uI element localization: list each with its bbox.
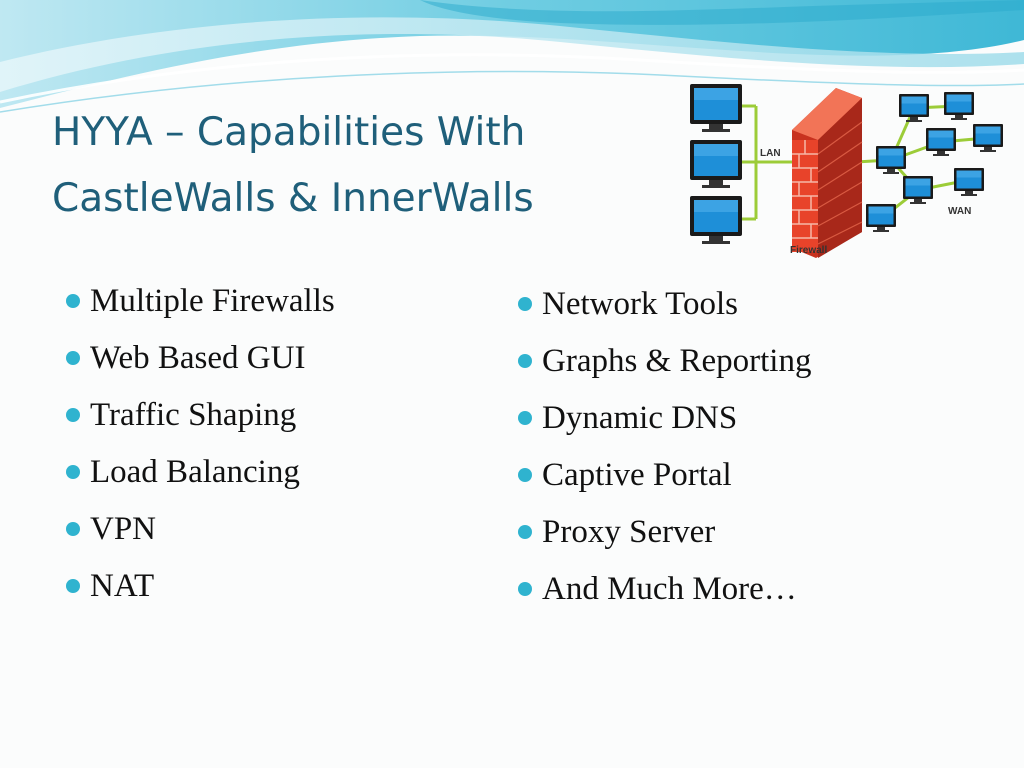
- firewall-label: Firewall: [790, 245, 827, 256]
- bullet-icon: [66, 294, 80, 308]
- wan-node-7: [954, 168, 984, 196]
- bullet-icon: [66, 579, 80, 593]
- lan-label: LAN: [760, 148, 781, 159]
- wan-node-4: [973, 124, 1003, 152]
- bullet-icon: [66, 408, 80, 422]
- wan-node-8: [866, 204, 896, 232]
- bullet-icon: [518, 354, 532, 368]
- bullet-icon: [518, 582, 532, 596]
- wan-node-2: [944, 92, 974, 120]
- list-item: Captive Portal: [514, 459, 811, 516]
- list-item: Traffic Shaping: [62, 399, 335, 456]
- list-item: NAT: [62, 570, 335, 627]
- decorative-wave-header: [0, 0, 1024, 113]
- slide-title: HYYA – Capabilities With CastleWalls & I…: [52, 100, 672, 232]
- lan-monitor-2: [690, 140, 742, 188]
- list-item: Web Based GUI: [62, 342, 335, 399]
- wan-node-3: [926, 128, 956, 156]
- lan-link-lines: [742, 104, 794, 221]
- bullet-icon: [518, 297, 532, 311]
- list-item: Network Tools: [514, 288, 811, 345]
- slide-title-line-1: HYYA – Capabilities With: [52, 110, 526, 155]
- wan-label: WAN: [948, 206, 971, 217]
- network-firewall-diagram: LAN WAN Firewall: [690, 84, 1003, 258]
- list-item: Load Balancing: [62, 456, 335, 513]
- lan-monitor-1: [690, 84, 742, 132]
- bullet-icon: [518, 525, 532, 539]
- list-item: Multiple Firewalls: [62, 285, 335, 342]
- bullet-icon: [518, 411, 532, 425]
- firewall-brick-wall-icon: [792, 88, 863, 258]
- bullet-icon: [66, 522, 80, 536]
- list-item: Graphs & Reporting: [514, 345, 811, 402]
- list-item: Dynamic DNS: [514, 402, 811, 459]
- lan-monitor-3: [690, 196, 742, 244]
- capabilities-list-left: Multiple Firewalls Web Based GUI Traffic…: [62, 285, 335, 627]
- bullet-icon: [66, 351, 80, 365]
- bullet-icon: [66, 465, 80, 479]
- list-item: VPN: [62, 513, 335, 570]
- list-item: And Much More…: [514, 573, 811, 630]
- capabilities-list-right: Network Tools Graphs & Reporting Dynamic…: [514, 288, 811, 630]
- list-item: Proxy Server: [514, 516, 811, 573]
- bullet-icon: [518, 468, 532, 482]
- slide-title-line-2: CastleWalls & InnerWalls: [52, 176, 534, 221]
- wan-node-1: [899, 94, 929, 122]
